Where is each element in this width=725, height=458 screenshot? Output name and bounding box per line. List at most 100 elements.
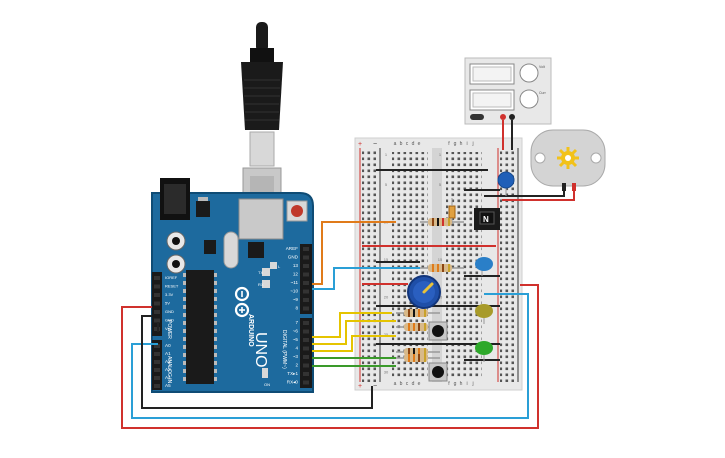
analog-pin-label: A5 bbox=[165, 383, 171, 388]
power-pin-label: GND bbox=[165, 318, 174, 323]
ic-pin bbox=[214, 321, 217, 325]
analog-header bbox=[152, 340, 162, 390]
header-socket bbox=[303, 372, 309, 376]
breadboard-row-label: 15 bbox=[438, 257, 443, 262]
led-blue[interactable] bbox=[475, 257, 493, 276]
dc-motor[interactable] bbox=[530, 129, 606, 191]
breadboard-column-label: f bbox=[448, 141, 450, 147]
ic-pin bbox=[183, 313, 186, 317]
wire-gnd[interactable] bbox=[141, 315, 373, 409]
ic-pin bbox=[183, 273, 186, 277]
ic-pin bbox=[183, 329, 186, 333]
ic-pin bbox=[183, 281, 186, 285]
breadboard-row-label: 20 bbox=[438, 295, 443, 300]
header-socket bbox=[154, 276, 160, 280]
model-label: UNO bbox=[252, 332, 269, 368]
digital-pin-label: GND bbox=[288, 255, 299, 260]
resistor-2[interactable] bbox=[420, 264, 464, 272]
digital-header-top bbox=[300, 244, 312, 314]
breadboard-column-label: c bbox=[406, 381, 409, 387]
resistor-3[interactable] bbox=[396, 309, 440, 317]
resistor-6[interactable] bbox=[396, 354, 440, 362]
header-socket bbox=[303, 264, 309, 268]
digital-pin-label: 4 bbox=[295, 346, 298, 351]
rail-minus-left: − bbox=[373, 141, 377, 148]
wire-pin12[interactable] bbox=[312, 267, 420, 290]
breadboard-column-label: e bbox=[418, 381, 421, 387]
ic-pin bbox=[214, 369, 217, 373]
header-socket bbox=[154, 318, 160, 323]
header-socket bbox=[154, 352, 160, 356]
ic-pin bbox=[183, 289, 186, 293]
ic-pin bbox=[183, 321, 186, 325]
pushbutton-1[interactable] bbox=[428, 321, 448, 341]
header-socket bbox=[303, 272, 309, 277]
pushbutton-2[interactable] bbox=[428, 362, 448, 382]
wire-pin4[interactable] bbox=[312, 335, 396, 352]
usb-cable[interactable] bbox=[241, 22, 283, 221]
rail-plus-left: + bbox=[358, 141, 362, 148]
digital-pin-label: ~9 bbox=[293, 297, 299, 302]
transistor[interactable]: N bbox=[474, 208, 500, 230]
breadboard-row-label: 5 bbox=[385, 182, 388, 187]
wire-motor-red[interactable] bbox=[502, 190, 575, 201]
wire-a0[interactable] bbox=[131, 293, 529, 419]
analog-pin-label: A3 bbox=[165, 367, 171, 372]
power-supply[interactable]: Volt Curr bbox=[464, 57, 552, 125]
analog-pin-label: A4 bbox=[165, 375, 171, 380]
breadboard-row-label: 30 bbox=[384, 370, 389, 375]
ps-positive-terminal[interactable] bbox=[500, 114, 506, 120]
breadboard-column-label: f bbox=[448, 381, 450, 387]
rail-minus-left-bottom: − bbox=[373, 383, 377, 390]
breadboard-column-label: b bbox=[400, 141, 403, 147]
ic-pin bbox=[214, 289, 217, 293]
wire-pin5[interactable] bbox=[312, 320, 396, 345]
ic-pin bbox=[214, 297, 217, 301]
digital-pin-label: ~5 bbox=[293, 337, 299, 342]
ps-negative-terminal[interactable] bbox=[509, 114, 515, 120]
analog-section-label: ANALOG IN bbox=[166, 356, 172, 384]
ic-pin bbox=[214, 377, 217, 381]
header-socket bbox=[303, 338, 309, 342]
current-knob[interactable] bbox=[519, 89, 539, 109]
led-green[interactable] bbox=[475, 341, 493, 362]
breadboard-column-label: g bbox=[454, 381, 457, 387]
potentiometer[interactable] bbox=[407, 275, 441, 309]
breadboard-column-label: i bbox=[466, 381, 467, 387]
breadboard-column-label: i bbox=[466, 141, 467, 147]
ic-pin bbox=[183, 369, 186, 373]
wire-motor-black[interactable] bbox=[484, 190, 565, 197]
power-pin-label: GND bbox=[165, 309, 174, 314]
led-yellow[interactable] bbox=[475, 304, 493, 324]
digital-pin-label: 13 bbox=[293, 263, 299, 268]
header-socket bbox=[154, 384, 160, 388]
current-knob-label: Curr bbox=[539, 91, 547, 95]
wire-5v[interactable] bbox=[121, 284, 539, 429]
brand-label: ARDUINO bbox=[247, 314, 254, 347]
motor-gear-icon bbox=[557, 147, 579, 169]
arduino-board[interactable]: TX RX L ON ARDUINO UNO POWER ANALOG IN D… bbox=[151, 178, 314, 393]
header-socket bbox=[154, 344, 160, 348]
analog-pin-label: A0 bbox=[165, 343, 171, 348]
header-socket bbox=[154, 293, 160, 297]
wire-pin6[interactable] bbox=[312, 312, 392, 338]
wire-pin13[interactable] bbox=[312, 221, 396, 285]
breadboard-column-label: d bbox=[412, 141, 415, 147]
header-socket bbox=[154, 360, 160, 364]
svg-text:N: N bbox=[483, 215, 489, 224]
ic-pin bbox=[183, 353, 186, 357]
power-pin-label: Vin bbox=[165, 326, 171, 331]
digital-pin-label: 8 bbox=[295, 306, 298, 311]
voltage-knob[interactable] bbox=[519, 63, 539, 83]
resistor-1[interactable] bbox=[420, 218, 464, 226]
power-switch[interactable] bbox=[470, 114, 484, 120]
rail-holes-right bbox=[500, 150, 514, 382]
ic-pin bbox=[214, 353, 217, 357]
terminal-holes-left bbox=[392, 152, 428, 378]
ic-pin bbox=[183, 337, 186, 341]
capacitor-blue[interactable] bbox=[497, 171, 515, 196]
digital-section-label: DIGITAL (PWM~) bbox=[281, 330, 287, 369]
digital-pin-label: 2 bbox=[295, 363, 298, 368]
